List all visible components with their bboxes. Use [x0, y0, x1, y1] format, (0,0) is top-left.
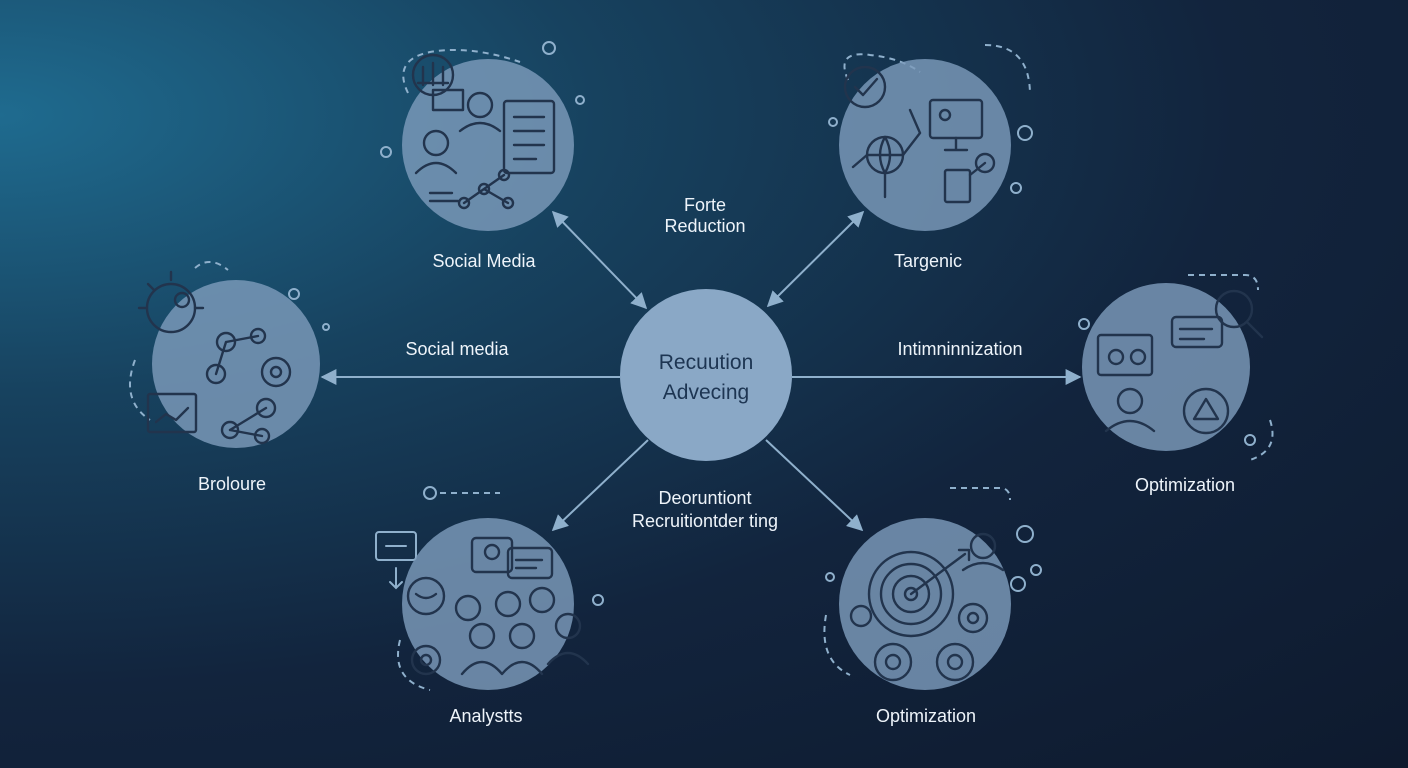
decor-dot — [1017, 125, 1033, 141]
decor-dashes — [823, 614, 851, 676]
node-circle — [152, 280, 320, 448]
decor-dot — [575, 95, 585, 105]
decor-dot — [322, 323, 330, 331]
node-targenic: Targenic — [828, 44, 1033, 271]
arrow-analystts — [551, 439, 649, 532]
arrow-targenic — [766, 210, 865, 308]
team-chat-icon — [406, 536, 590, 676]
node-social-media: Social Media — [380, 41, 585, 271]
connector-right-label: Intimninnization — [897, 339, 1022, 359]
node-optimization-right: Optimization — [1078, 274, 1274, 495]
node-label: Targenic — [894, 251, 962, 271]
decor-dot — [380, 146, 392, 158]
decor-dashes — [843, 53, 921, 81]
hub-circle — [620, 289, 792, 461]
node-label: Optimization — [876, 706, 976, 726]
decor-chat-bubble — [375, 531, 417, 561]
node-circle — [1082, 283, 1250, 451]
globe-shield-screen-icon — [843, 65, 996, 204]
decor-dot — [288, 288, 300, 300]
decor-dashes — [402, 48, 521, 94]
connector-bottom-line1: Deoruntiont — [658, 488, 751, 508]
decor-dot — [1244, 434, 1256, 446]
decor-dashes — [984, 44, 1031, 96]
connector-lines — [320, 210, 1082, 532]
decor-dashes — [194, 261, 229, 271]
arrow-social-media-top — [551, 210, 648, 310]
lightbulb-network-icon — [137, 270, 292, 445]
decor-dot — [828, 117, 838, 127]
connector-top-line1: Forte — [684, 195, 726, 215]
decor-dashes — [397, 639, 431, 691]
decor-dot — [1010, 182, 1022, 194]
arrow-optimization-bottom — [765, 439, 864, 532]
connector-bottom-line2: Recruitiontder ting — [632, 511, 778, 531]
decor-dot — [542, 41, 556, 55]
connector-top-line2: Reduction — [664, 216, 745, 236]
node-optimization-bottom: Optimization — [823, 487, 1042, 726]
node-label: Broloure — [198, 474, 266, 494]
node-label: Social Media — [432, 251, 536, 271]
hub-title-line2: Advecing — [663, 381, 749, 404]
people-document-network-icon — [411, 53, 556, 210]
node-circle — [839, 59, 1011, 231]
decor-dot — [825, 572, 835, 582]
decor-dashes — [1249, 419, 1274, 461]
node-label: Optimization — [1135, 475, 1235, 495]
decor-dashes — [129, 359, 151, 421]
decor-dot — [423, 486, 437, 500]
node-analystts: Analystts — [375, 486, 604, 726]
node-broloure: Broloure — [129, 261, 330, 494]
target-gears-icon — [849, 532, 1005, 682]
chat-gear-magnifier-icon — [1096, 289, 1264, 435]
hub-node: Recuution Advecing — [620, 289, 792, 461]
decor-dot — [1010, 576, 1026, 592]
decor-arrow — [389, 567, 403, 590]
connector-left-label: Social media — [405, 339, 509, 359]
hub-title-line1: Recuution — [659, 351, 754, 374]
decor-dot — [1016, 525, 1034, 543]
decor-dot — [1030, 564, 1042, 576]
decor-dashes — [950, 487, 1011, 501]
node-circle — [402, 59, 574, 231]
decor-dot — [1078, 318, 1090, 330]
node-label: Analystts — [449, 706, 522, 726]
decor-dashes — [1188, 274, 1259, 291]
decor-dot — [592, 594, 604, 606]
